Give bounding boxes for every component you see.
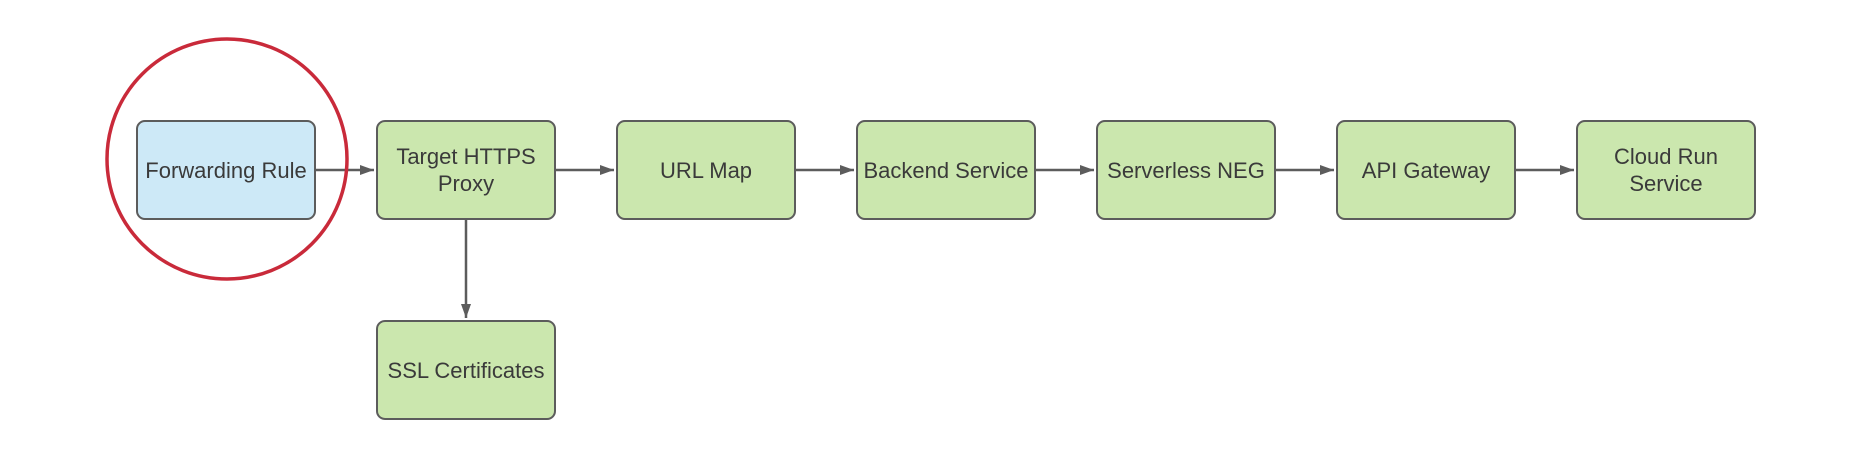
node-label: Service	[1629, 171, 1703, 196]
node-label: Backend Service	[863, 157, 1029, 183]
node-forwarding-rule: Forwarding Rule	[136, 120, 316, 220]
node-label: API Gateway	[1361, 157, 1491, 183]
node-label: Proxy	[437, 171, 495, 196]
node-target-https-proxy: Target HTTPS Proxy	[376, 120, 556, 220]
node-backend-service: Backend Service	[856, 120, 1036, 220]
node-label: Forwarding Rule	[145, 157, 307, 183]
node-serverless-neg: Serverless NEG	[1096, 120, 1276, 220]
node-label: Target HTTPS	[396, 144, 536, 169]
node-ssl-certificates: SSL Certificates	[376, 320, 556, 420]
node-cloud-run-service: Cloud Run Service	[1576, 120, 1756, 220]
node-label: Cloud Run	[1614, 144, 1718, 169]
node-api-gateway: API Gateway	[1336, 120, 1516, 220]
node-label: URL Map	[659, 157, 753, 183]
node-label: SSL Certificates	[387, 357, 545, 383]
node-url-map: URL Map	[616, 120, 796, 220]
node-label: Serverless NEG	[1107, 157, 1265, 183]
